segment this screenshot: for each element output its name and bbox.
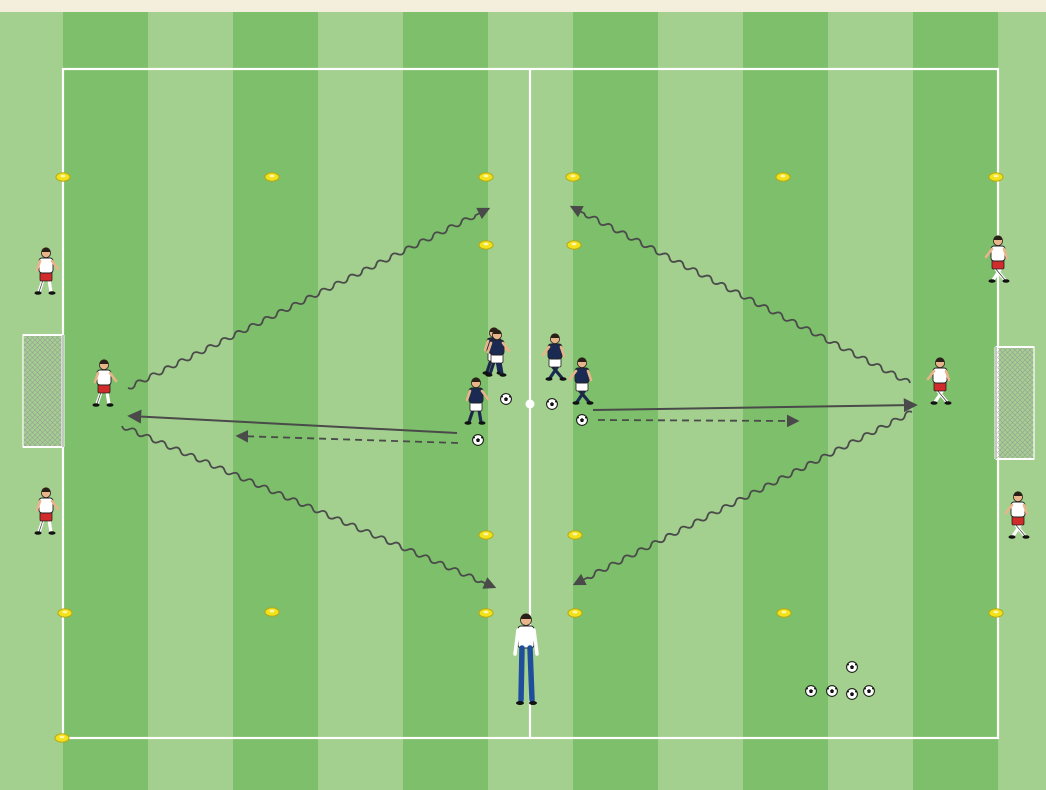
pitch-stripe (913, 12, 998, 790)
pitch-stripe (828, 12, 913, 790)
ball-icon (501, 394, 512, 405)
cone-icon (776, 173, 790, 181)
ball-icon (847, 689, 858, 700)
ball-icon (847, 662, 858, 673)
cone-icon (479, 609, 493, 617)
cone-icon (567, 241, 581, 249)
ball-icon (827, 686, 838, 697)
run-arrow (598, 420, 797, 421)
ball-icon (547, 399, 558, 410)
pitch-stripe (148, 12, 233, 790)
pitch-stripe (658, 12, 743, 790)
cone-icon (265, 608, 279, 616)
ball-icon (806, 686, 817, 697)
cone-icon (56, 173, 70, 181)
ball-icon (473, 435, 484, 446)
cone-icon (568, 609, 582, 617)
cone-icon (265, 173, 279, 181)
pitch-stripe (573, 12, 658, 790)
cone-icon (479, 173, 493, 181)
cone-icon (566, 173, 580, 181)
cone-icon (777, 609, 791, 617)
goal-icon (996, 347, 1034, 459)
pitch-stripe (63, 12, 148, 790)
pitch-stripe (318, 12, 403, 790)
pitch-stripe (233, 12, 318, 790)
ball-icon (864, 686, 875, 697)
goal-icon (23, 335, 63, 447)
paper-border (0, 0, 1046, 12)
cone-icon (58, 609, 72, 617)
cone-icon (479, 531, 493, 539)
centre-spot (526, 400, 535, 409)
cone-icon (55, 734, 69, 742)
ball-icon (577, 415, 588, 426)
pitch-stripe (743, 12, 828, 790)
cone-icon (479, 241, 493, 249)
cone-icon (568, 531, 582, 539)
cone-icon (989, 173, 1003, 181)
cone-icon (989, 609, 1003, 617)
